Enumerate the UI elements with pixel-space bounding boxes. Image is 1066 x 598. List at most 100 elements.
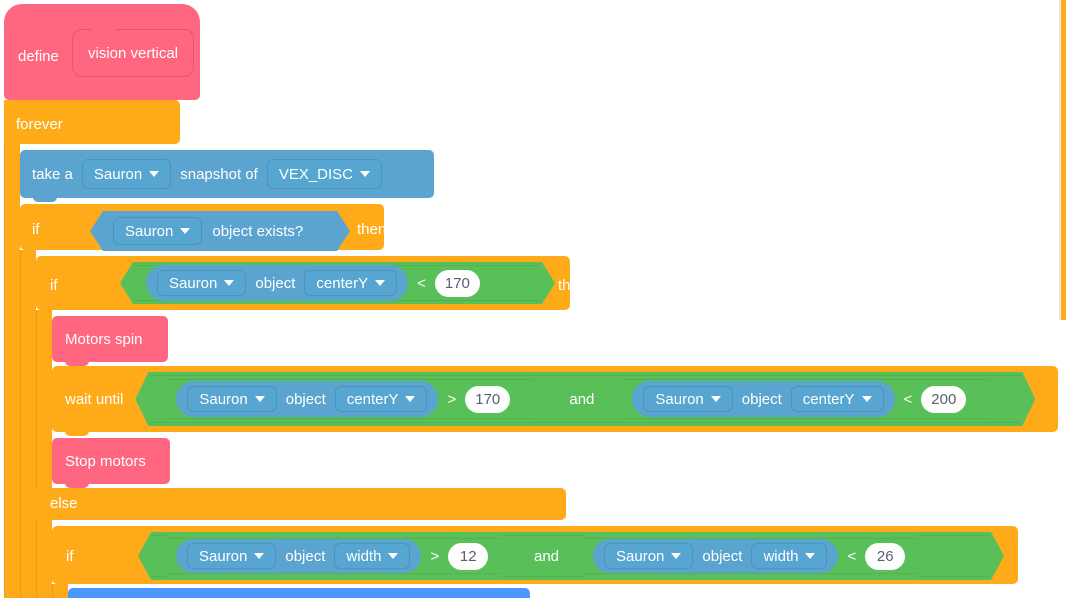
exists-sensor-dropdown[interactable]: Sauron xyxy=(113,217,202,245)
if-exists-keyword: if xyxy=(32,221,40,238)
width-lt-sensor-value: Sauron xyxy=(616,547,665,565)
stop-motors-block[interactable]: Stop motors xyxy=(52,438,170,488)
chevron-down-icon xyxy=(360,171,371,177)
wait-until-notch xyxy=(64,366,90,371)
chevron-down-icon xyxy=(405,396,415,402)
centery-sensor-dropdown[interactable]: Sauron xyxy=(157,270,246,296)
forever-label: forever xyxy=(16,116,63,133)
centery-lt200-reporter[interactable]: Sauron object centerY xyxy=(632,381,894,417)
centery-object-label: object xyxy=(255,274,296,292)
and-keyword: and xyxy=(569,390,595,408)
motion-block-notch xyxy=(80,588,106,593)
if-centery-then-keyword: then xyxy=(558,277,588,294)
chevron-down-icon xyxy=(255,396,265,402)
width-lt-property-value: width xyxy=(763,547,799,565)
centery-lt200-operator-symbol: < xyxy=(903,390,913,408)
width-lt-comparison[interactable]: Sauron object width < 26 xyxy=(571,535,931,577)
centery-property-value: centerY xyxy=(316,274,369,292)
centery-lt200-property-dropdown[interactable]: centerY xyxy=(791,386,884,412)
if-width-range-header[interactable]: if Sauron object width > 12 xyxy=(52,526,1047,584)
define-block[interactable]: define vision vertical xyxy=(4,4,200,104)
if-width-then-keyword: then xyxy=(1018,548,1048,565)
chevron-down-icon xyxy=(149,171,160,177)
offscreen-block-right-edge xyxy=(1061,0,1066,320)
procedure-prototype[interactable]: vision vertical xyxy=(72,29,194,77)
centery-gt-property-value: centerY xyxy=(346,390,399,408)
chevron-down-icon xyxy=(254,553,264,559)
forever-block-header[interactable]: forever xyxy=(4,100,180,144)
width-gt-comparison[interactable]: Sauron object width > 12 xyxy=(154,535,514,577)
centery-gt-sensor-dropdown[interactable]: Sauron xyxy=(187,386,276,412)
stop-motors-notch xyxy=(64,438,90,443)
wait-until-and-operator[interactable]: Sauron object centerY > 170 and xyxy=(135,372,1035,426)
exists-predicate-label: object exists? xyxy=(212,222,304,240)
width-lt-threshold-input[interactable]: 26 xyxy=(865,543,905,570)
if-centery-keyword: if xyxy=(50,277,58,294)
offscreen-block-right-edge-shadow xyxy=(1059,0,1061,320)
centery-gt-reporter[interactable]: Sauron object centerY xyxy=(176,381,438,417)
width-gt-threshold-input[interactable]: 12 xyxy=(448,543,488,570)
centery-gt-comparison[interactable]: Sauron object centerY > 170 xyxy=(152,376,547,422)
else-branch-left-wall xyxy=(36,520,52,598)
width-lt-reporter[interactable]: Sauron object width xyxy=(593,539,838,573)
width-and-keyword: and xyxy=(534,547,560,565)
centery-operator-symbol: < xyxy=(417,274,426,292)
centery-threshold-input[interactable]: 170 xyxy=(435,270,480,297)
chevron-down-icon xyxy=(180,228,190,234)
take-snapshot-block[interactable]: take a Sauron snapshot of VEX_DISC xyxy=(20,150,434,202)
if-width-range-left-wall xyxy=(52,584,68,598)
centery-lt200-sensor-value: Sauron xyxy=(655,390,704,408)
width-gt-reporter[interactable]: Sauron object width xyxy=(176,539,421,573)
partially-visible-motion-block[interactable] xyxy=(68,588,530,598)
stop-motors-label: Stop motors xyxy=(65,452,146,470)
chevron-down-icon xyxy=(711,396,721,402)
centery-sensor-value: Sauron xyxy=(169,274,218,292)
if-centery-lt-header[interactable]: if Sauron object centerY < 170 then xyxy=(36,256,587,310)
width-lt-object-label: object xyxy=(702,547,743,565)
centery-lt-comparison[interactable]: Sauron object centerY < 170 xyxy=(120,262,555,304)
snapshot-signature-dropdown[interactable]: VEX_DISC xyxy=(266,159,383,189)
centery-gt-property-dropdown[interactable]: centerY xyxy=(335,386,428,412)
if-centery-lt-left-wall xyxy=(36,310,52,488)
centery-gt-threshold-input[interactable]: 170 xyxy=(465,386,510,413)
width-lt-sensor-dropdown[interactable]: Sauron xyxy=(604,543,693,569)
else-block-arm[interactable]: else xyxy=(36,488,566,520)
procedure-name: vision vertical xyxy=(87,44,179,62)
wait-until-label: wait until xyxy=(65,390,124,408)
if-width-notch xyxy=(64,526,90,531)
centery-lt200-sensor-dropdown[interactable]: Sauron xyxy=(643,386,732,412)
centery-gt-object-label: object xyxy=(285,390,326,408)
object-exists-boolean[interactable]: Sauron object exists? xyxy=(90,211,350,251)
width-gt-sensor-dropdown[interactable]: Sauron xyxy=(187,543,276,569)
prototype-notch xyxy=(91,29,115,34)
if-centery-notch xyxy=(48,256,74,261)
snapshot-sensor-dropdown[interactable]: Sauron xyxy=(81,159,172,189)
define-keyword: define xyxy=(18,48,59,65)
centery-lt200-object-label: object xyxy=(741,390,782,408)
motors-spin-notch xyxy=(64,316,90,321)
width-range-and-operator[interactable]: Sauron object width > 12 and xyxy=(138,532,1004,580)
width-gt-property-dropdown[interactable]: width xyxy=(334,543,410,569)
centery-lt200-comparison[interactable]: Sauron object centerY < 200 xyxy=(608,376,1003,422)
if-object-exists-header[interactable]: if Sauron object exists? then xyxy=(20,204,387,251)
if-object-exists-left-wall xyxy=(20,250,36,598)
width-gt-property-value: width xyxy=(346,547,382,565)
snapshot-sensor-value: Sauron xyxy=(93,165,143,183)
chevron-down-icon xyxy=(805,553,815,559)
centery-lt200-threshold-input[interactable]: 200 xyxy=(921,386,966,413)
snapshot-prefix: take a xyxy=(32,165,73,183)
centery-reporter[interactable]: Sauron object centerY xyxy=(146,265,408,301)
if-exists-notch xyxy=(32,204,58,209)
chevron-down-icon xyxy=(375,280,385,286)
centery-gt-sensor-value: Sauron xyxy=(199,390,248,408)
width-lt-operator-symbol: < xyxy=(847,547,857,565)
wait-until-block[interactable]: wait until Sauron object centerY xyxy=(52,366,1058,436)
if-exists-then-keyword: then xyxy=(357,221,387,238)
width-lt-property-dropdown[interactable]: width xyxy=(751,543,827,569)
else-label: else xyxy=(50,495,78,512)
motors-spin-block[interactable]: Motors spin xyxy=(52,316,168,366)
centery-property-dropdown[interactable]: centerY xyxy=(304,270,397,296)
chevron-down-icon xyxy=(671,553,681,559)
centery-lt200-property-value: centerY xyxy=(802,390,855,408)
